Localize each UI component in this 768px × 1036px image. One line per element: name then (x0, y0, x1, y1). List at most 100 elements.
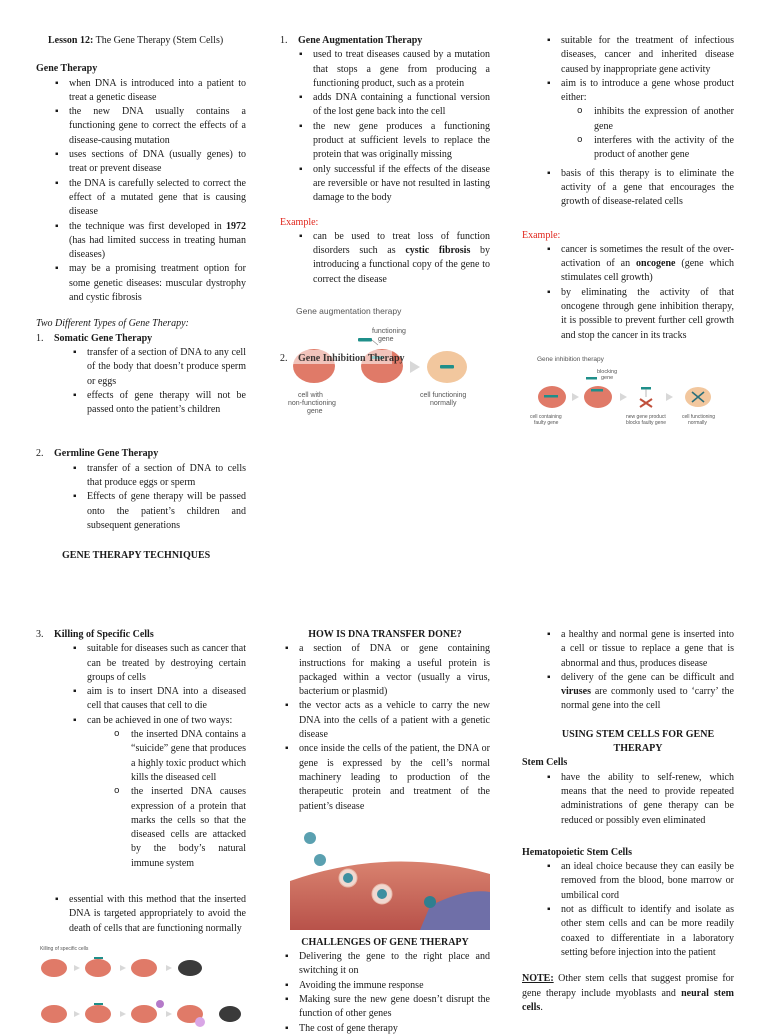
list-item: may be a promising treatment option for … (36, 262, 246, 305)
figure-label: gene (307, 408, 323, 415)
gene-icon (586, 376, 597, 380)
list-item: essential with this method that the inse… (36, 893, 246, 936)
list-item: a healthy and normal gene is inserted in… (528, 628, 734, 671)
example-label: Example: (522, 229, 561, 241)
figure-label: cell with (298, 392, 323, 399)
techniques-heading: GENE THERAPY TECHNIQUES (62, 550, 211, 562)
dead-cell (178, 959, 202, 976)
dead-cell (219, 1005, 241, 1022)
overlay-heading: Gene Inhibition Therapy (298, 353, 405, 364)
stem-cells-heading: Stem Cells (522, 757, 568, 769)
figure-label: functioning (372, 328, 406, 335)
figure-label: faulty gene (534, 420, 559, 426)
hsc-heading: Hematopoietic Stem Cells (522, 846, 632, 858)
list-item: Effects of gene therapy will be passed o… (54, 490, 246, 533)
virus-icon (377, 888, 387, 899)
figure-title: Gene inhibition therapy (537, 356, 605, 363)
arrow-icon (166, 964, 172, 971)
blocked-gene-icon (639, 398, 653, 408)
overlay-bg (280, 350, 392, 365)
figure-label: cell functioning (420, 392, 466, 399)
list-item: when DNA is introduced into a patient to… (36, 77, 246, 106)
gene-icon (358, 338, 372, 342)
somatic-heading: 1.Somatic Gene Therapy (36, 332, 153, 344)
arrow-icon (572, 392, 579, 401)
figure-label: normally (430, 400, 457, 407)
diseased-cell (41, 1004, 67, 1023)
diseased-cell (41, 958, 67, 977)
arrow-icon (74, 964, 80, 971)
page1-column-1: Lesson 12: The Gene Therapy (Stem Cells)… (36, 34, 246, 564)
types-heading: Two Different Types of Gene Therapy: (36, 318, 189, 330)
killing-list-2: essential with this method that the inse… (36, 893, 246, 936)
figure-label: blocking (597, 369, 617, 375)
arrow-icon (410, 361, 420, 374)
list-item: Avoiding the immune response (266, 979, 490, 994)
arrow-icon (620, 392, 627, 401)
pointer-line (371, 339, 379, 346)
list-item: Making sure the new gene doesn’t disrupt… (266, 993, 490, 1022)
somatic-list: transfer of a section of DNA to any cell… (36, 346, 246, 417)
figure-label: cell functioning (682, 414, 715, 420)
killing-list: suitable for diseases such as cancer tha… (36, 642, 246, 728)
lesson-title: Lesson 12: The Gene Therapy (Stem Cells) (48, 35, 224, 46)
challenges-list: Delivering the gene to the right place a… (266, 950, 490, 1036)
inhibition-sublist: inhibits the expression of another gene … (528, 104, 734, 163)
figure-title: Killing of specific cells (40, 946, 89, 952)
cell (131, 958, 157, 977)
list-item: only successful if the effects of the di… (280, 163, 490, 206)
gene-icon (641, 386, 651, 390)
virus-icon (424, 895, 436, 908)
list-item: the vector acts as a vehicle to carry th… (266, 699, 490, 742)
arrow-icon (120, 1010, 126, 1017)
gene-icon (94, 956, 103, 959)
list-item: aim is to insert DNA into a diseased cel… (54, 685, 246, 714)
list-item: the inserted DNA contains a “suicide” ge… (98, 727, 246, 785)
figure-label: cell containing (530, 414, 562, 420)
inhibition-list-2: basis of this therapy is to eliminate th… (528, 167, 734, 210)
list-item: Delivering the gene to the right place a… (266, 950, 490, 979)
list-item: cancer is sometimes the result of the ov… (528, 243, 734, 286)
list-item: inhibits the expression of another gene (561, 104, 734, 134)
gene-icon (591, 388, 603, 392)
list-item: suitable for the treatment of infectious… (528, 34, 734, 77)
virus-icon (314, 853, 326, 866)
figure-label: gene (378, 336, 394, 343)
killing-heading: 3.Killing of Specific Cells (36, 629, 154, 640)
treated-cell (85, 1004, 111, 1023)
list-item: the new gene produces a functioning prod… (280, 120, 490, 163)
gene-inhibition-figure: Gene inhibition therapy blocking gene ce… (530, 356, 715, 426)
list-item: the technique was first developed in 197… (36, 220, 246, 263)
list-item: basis of this therapy is to eliminate th… (528, 167, 734, 210)
list-item: once inside the cells of the patient, th… (266, 742, 490, 813)
list-item: transfer of a section of DNA to any cell… (54, 346, 246, 389)
list-item: can be used to treat loss of function di… (280, 230, 490, 287)
hsc-list: an ideal choice because they can easily … (528, 860, 734, 960)
gene-augmentation-figure: Gene augmentation therapy functioning ge… (280, 306, 467, 415)
augmentation-heading: 1.Gene Augmentation Therapy (280, 35, 423, 46)
figure-label: non-functioning (288, 400, 336, 407)
list-item: aim is to introduce a gene whose product… (528, 77, 734, 106)
blocked-gene-icon (691, 391, 705, 403)
list-item: delivery of the gene can be difficult an… (528, 671, 734, 714)
virus-icon (304, 831, 316, 844)
figure-title: Gene augmentation therapy (296, 306, 402, 316)
list-item: interferes with the activity of the prod… (561, 133, 734, 163)
treated-cell (85, 958, 111, 977)
figure-label: gene (601, 375, 613, 381)
augmentation-list: used to treat diseases caused by a mutat… (280, 48, 490, 205)
gene-therapy-list: when DNA is introduced into a patient to… (36, 77, 246, 306)
list-item: an ideal choice because they can easily … (528, 860, 734, 903)
list-item: used to treat diseases caused by a mutat… (280, 48, 490, 91)
stem-cells-list: have the ability to self-renew, which me… (528, 771, 734, 828)
list-item: not as difficult to identify and isolate… (528, 903, 734, 960)
page2-column-1: 3.Killing of Specific Cells suitable for… (36, 628, 246, 1030)
germline-heading: 2.Germline Gene Therapy (36, 448, 159, 460)
list-item: uses sections of DNA (usually genes) to … (36, 148, 246, 177)
page2-column-2: HOW IS DNA TRANSFER DONE? a section of D… (280, 628, 490, 1036)
inhibition-example-list: cancer is sometimes the result of the ov… (528, 243, 734, 343)
list-item: have the ability to self-renew, which me… (528, 771, 734, 828)
germline-list: transfer of a section of DNA to cells th… (36, 462, 246, 533)
immune-cell-icon (156, 999, 164, 1008)
list-item: the new DNA usually contains a functioni… (36, 105, 246, 148)
